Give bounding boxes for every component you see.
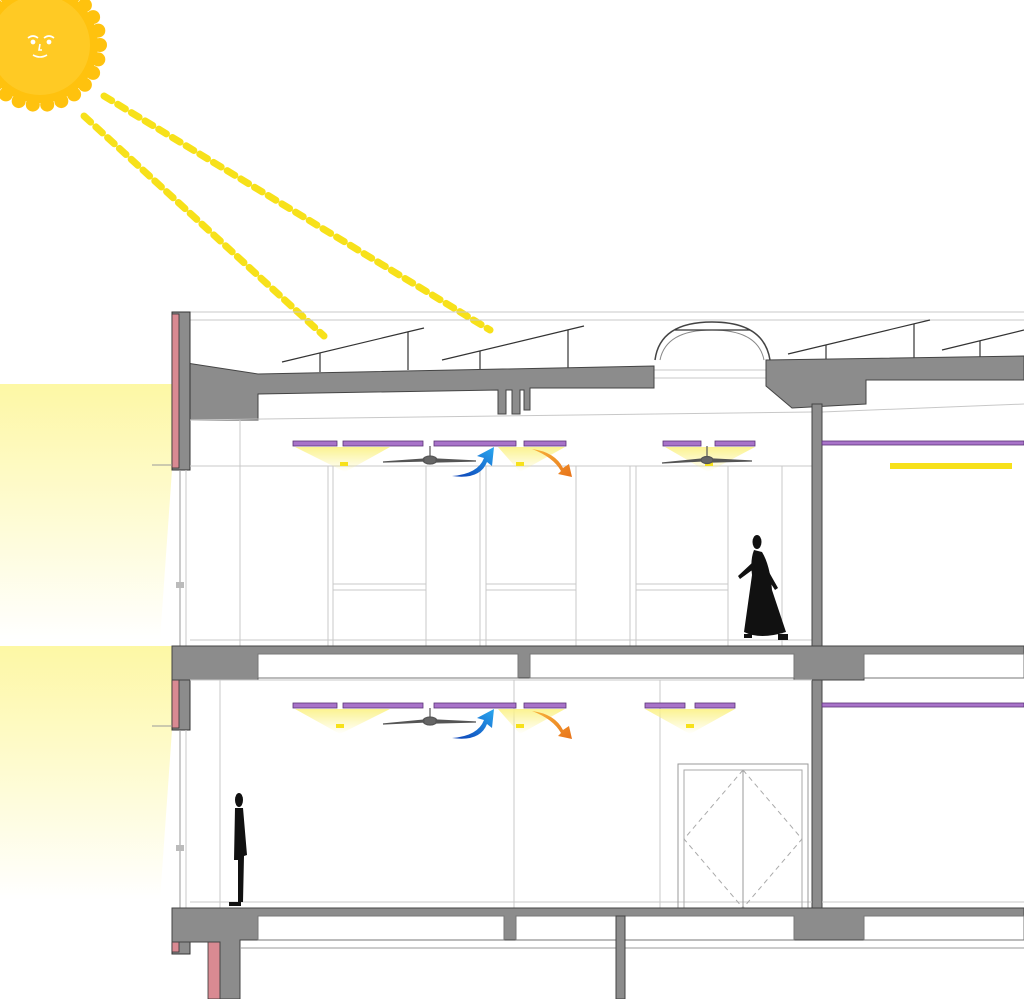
- roof-slab: [179, 355, 1024, 421]
- ceiling-fan-icon: [382, 446, 753, 726]
- double-door: [677, 763, 809, 909]
- skylight-icon: [654, 321, 771, 379]
- ground-floor-slab: [171, 907, 1024, 999]
- daylight-wash: [0, 384, 172, 900]
- upper-floor-partitions: [189, 403, 1024, 646]
- lower-floor-partitions: [190, 679, 1024, 908]
- person-icon: [738, 535, 788, 640]
- sunbeams: [80, 92, 494, 340]
- airflow-arrow-icon: [452, 447, 572, 739]
- light-fixtures: [292, 440, 1024, 734]
- sun-face: [27, 35, 55, 58]
- middle-floor-slab: [171, 645, 1024, 681]
- solar-panel-icon: [281, 319, 1024, 372]
- sun-icon: [0, 0, 107, 112]
- person-icon-lower: [229, 793, 247, 906]
